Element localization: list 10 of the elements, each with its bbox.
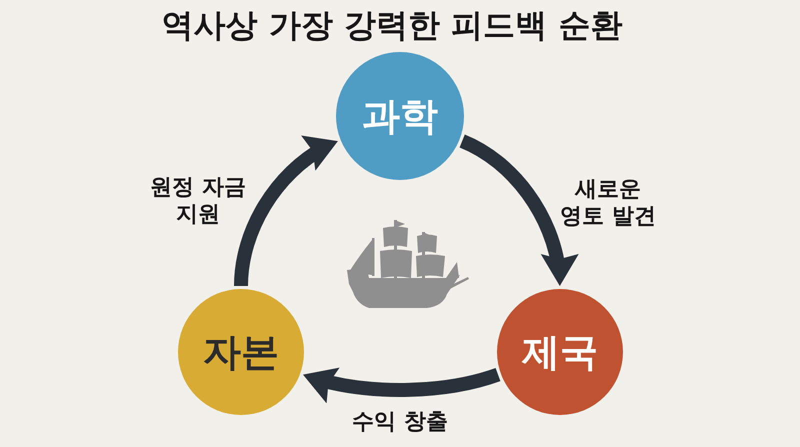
edge-label: 수익 창출 — [352, 408, 448, 436]
node-label: 과학 — [362, 94, 438, 138]
curved-arrow — [300, 366, 500, 402]
node-label: 제국 — [522, 330, 598, 374]
curved-arrow — [234, 134, 341, 286]
edge-label: 새로운 영토 발견 — [559, 176, 657, 230]
node-label: 자본 — [203, 330, 279, 374]
curved-arrow — [459, 134, 577, 286]
title: 역사상 가장 강력한 피드백 순환 — [162, 6, 622, 44]
edge-label: 원정 자금 지원 — [149, 174, 247, 228]
